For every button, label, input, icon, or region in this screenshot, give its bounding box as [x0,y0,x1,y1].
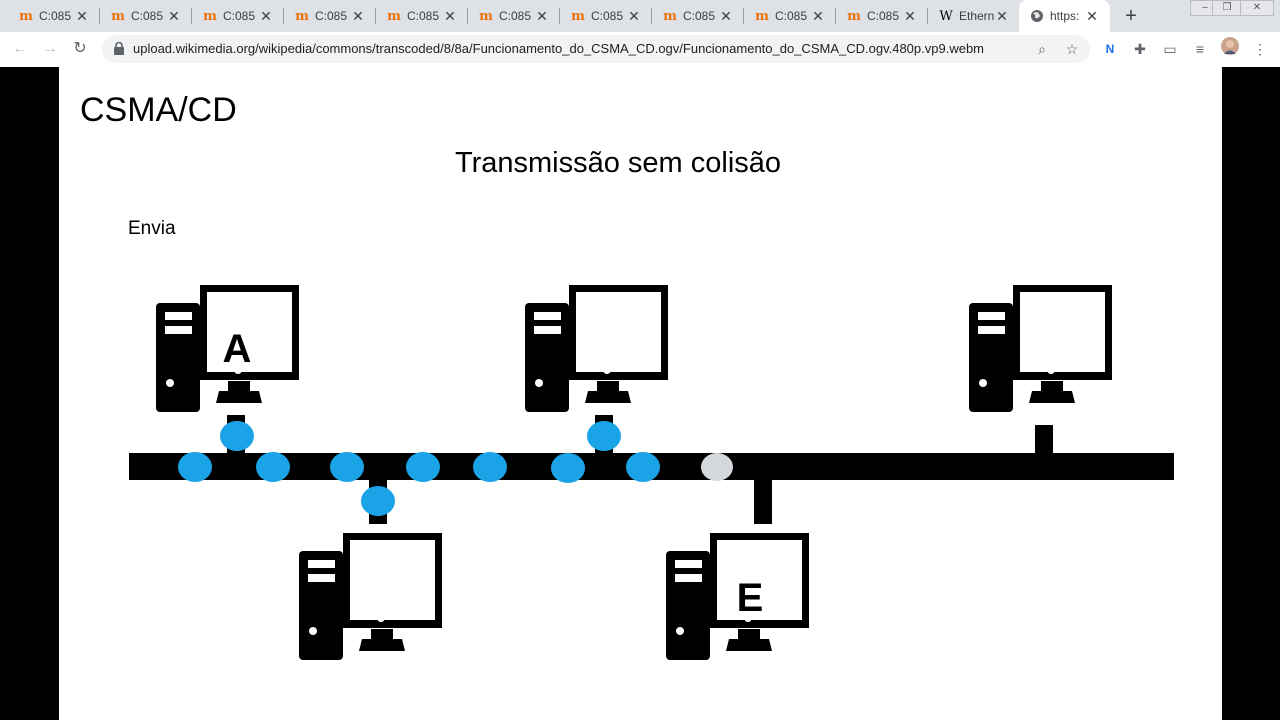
extensions-puzzle-icon[interactable]: ✚ [1134,41,1146,57]
restore-button[interactable]: ❐ [1212,0,1242,16]
tab-12-active[interactable]: https: ✕ [1019,0,1110,32]
close-tab-icon[interactable]: ✕ [996,8,1008,24]
close-tab-icon[interactable]: ✕ [444,8,456,24]
tab-6[interactable]: m C:085 ✕ [468,0,560,32]
signal-packet [626,452,660,482]
tab-title: C:085 [39,9,72,23]
signal-packet-fading [701,453,733,481]
lock-icon[interactable] [114,42,124,55]
tab-title: C:085 [867,9,900,23]
tab-title: C:085 [775,9,808,23]
tab-5[interactable]: m C:085 ✕ [376,0,468,32]
tab-11[interactable]: W Ethern ✕ [928,0,1020,32]
wikipedia-icon: W [939,8,953,24]
new-tab-button[interactable]: + [1125,5,1137,27]
close-tab-icon[interactable]: ✕ [1086,8,1098,24]
close-tab-icon[interactable]: ✕ [904,8,916,24]
signal-packet [256,452,290,482]
moodle-icon: m [571,8,585,24]
signal-packet [587,421,621,451]
moodle-icon: m [203,8,217,24]
signal-packet [551,453,585,483]
computer-d [299,533,442,660]
video-frame[interactable]: CSMA/CD Transmissão sem colisão Envia A [59,67,1222,720]
cast-icon[interactable]: ▭ [1163,41,1177,57]
close-tab-icon[interactable]: ✕ [76,8,88,24]
back-button[interactable]: ← [12,40,28,57]
close-window-button[interactable]: ✕ [1240,0,1274,16]
tab-10[interactable]: m C:085 ✕ [836,0,928,32]
globe-icon [1029,8,1045,24]
close-tab-icon[interactable]: ✕ [720,8,732,24]
bookmark-star-icon[interactable]: ☆ [1065,41,1079,57]
tab-2[interactable]: m C:085 ✕ [100,0,192,32]
drop-cable-c [1035,425,1053,455]
close-tab-icon[interactable]: ✕ [812,8,824,24]
tab-title: C:085 [315,9,348,23]
close-tab-icon[interactable]: ✕ [352,8,364,24]
signal-packets [178,421,733,516]
computer-b [525,285,668,412]
tab-9[interactable]: m C:085 ✕ [744,0,836,32]
tab-title: C:085 [131,9,164,23]
close-tab-icon[interactable]: ✕ [168,8,180,24]
tab-7[interactable]: m C:085 ✕ [560,0,652,32]
slide-label: Envia [128,218,176,239]
computer-c [969,285,1112,412]
zoom-icon[interactable]: ⌕ [1038,41,1046,57]
slide-title: CSMA/CD [80,91,237,129]
tab-1[interactable]: m C:085 ✕ [8,0,100,32]
tab-title: C:085 [499,9,532,23]
tab-title: Ethern [959,9,995,23]
tab-title: C:085 [407,9,440,23]
moodle-icon: m [111,8,125,24]
ethernet-bus-diagram: A E [129,285,1174,660]
close-tab-icon[interactable]: ✕ [536,8,548,24]
moodle-icon: m [663,8,677,24]
computer-label-a: A [223,327,252,371]
toolbar: ← → ↻ upload.wikimedia.org/wikipedia/com… [0,32,1280,67]
tab-title: C:085 [223,9,256,23]
signal-packet [330,452,364,482]
forward-button[interactable]: → [42,40,58,57]
reload-button[interactable]: ↻ [73,40,87,57]
signal-packet [473,452,507,482]
browser-chrome: m C:085 ✕ m C:085 ✕ m C:085 ✕ m C:085 ✕ … [0,0,1280,67]
signal-packet [361,486,395,516]
tab-title: C:085 [591,9,624,23]
drop-cable-e [754,478,772,524]
close-tab-icon[interactable]: ✕ [260,8,272,24]
signal-packet [220,421,254,451]
tab-8[interactable]: m C:085 ✕ [652,0,744,32]
close-tab-icon[interactable]: ✕ [628,8,640,24]
tab-strip: m C:085 ✕ m C:085 ✕ m C:085 ✕ m C:085 ✕ … [0,0,1280,32]
moodle-icon: m [295,8,309,24]
moodle-icon: m [19,8,33,24]
computer-e: E [666,533,809,660]
moodle-icon: m [847,8,861,24]
computer-label-e: E [737,576,764,620]
tab-4[interactable]: m C:085 ✕ [284,0,376,32]
menu-kebab-icon[interactable]: ⋮ [1253,41,1267,57]
signal-packet [178,452,212,482]
url-text[interactable]: upload.wikimedia.org/wikipedia/commons/t… [133,41,984,56]
computer-a: A [156,285,299,412]
tab-title: C:085 [683,9,716,23]
tab-3[interactable]: m C:085 ✕ [192,0,284,32]
address-bar[interactable]: upload.wikimedia.org/wikipedia/commons/t… [102,35,1090,63]
moodle-icon: m [755,8,769,24]
slide-subtitle: Transmissão sem colisão [454,147,782,179]
tab-title: https: [1050,9,1080,23]
signal-packet [406,452,440,482]
extension-n-icon[interactable]: N [1105,42,1115,56]
moodle-icon: m [479,8,493,24]
moodle-icon: m [387,8,401,24]
profile-avatar[interactable] [1218,37,1242,61]
media-controls-icon[interactable]: ≡ [1195,41,1205,57]
